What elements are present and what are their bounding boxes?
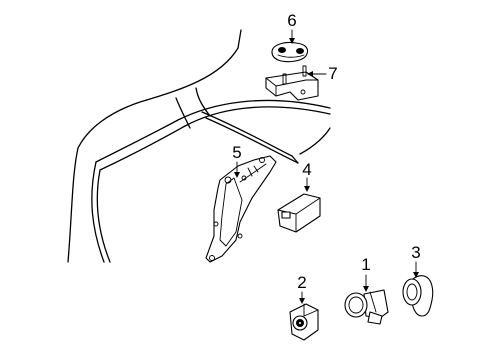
part-5-mount-panel <box>205 155 277 263</box>
callout-4: 4 <box>302 160 311 179</box>
arrow-4-icon <box>304 186 310 192</box>
part-7-bracket <box>265 65 319 101</box>
callout-2: 2 <box>297 273 306 292</box>
arrow-1-icon <box>363 286 369 292</box>
vehicle-body-outline <box>67 29 331 263</box>
arrow-7-icon <box>307 71 313 77</box>
arrow-2-icon <box>299 298 305 304</box>
part-6-sensor <box>271 41 309 63</box>
callout-6: 6 <box>287 11 296 30</box>
callout-7: 7 <box>328 64 337 83</box>
part-4-control-module <box>277 193 321 233</box>
arrow-5-icon <box>234 172 240 178</box>
part-3-bezel <box>402 275 434 317</box>
part-1-parking-sensor <box>344 289 389 325</box>
arrow-6-icon <box>289 38 295 44</box>
arrow-3-icon <box>413 272 419 278</box>
callout-1: 1 <box>361 255 370 274</box>
callout-3: 3 <box>411 243 420 262</box>
part-2-sensor-housing <box>289 303 319 341</box>
callout-5: 5 <box>232 143 241 162</box>
